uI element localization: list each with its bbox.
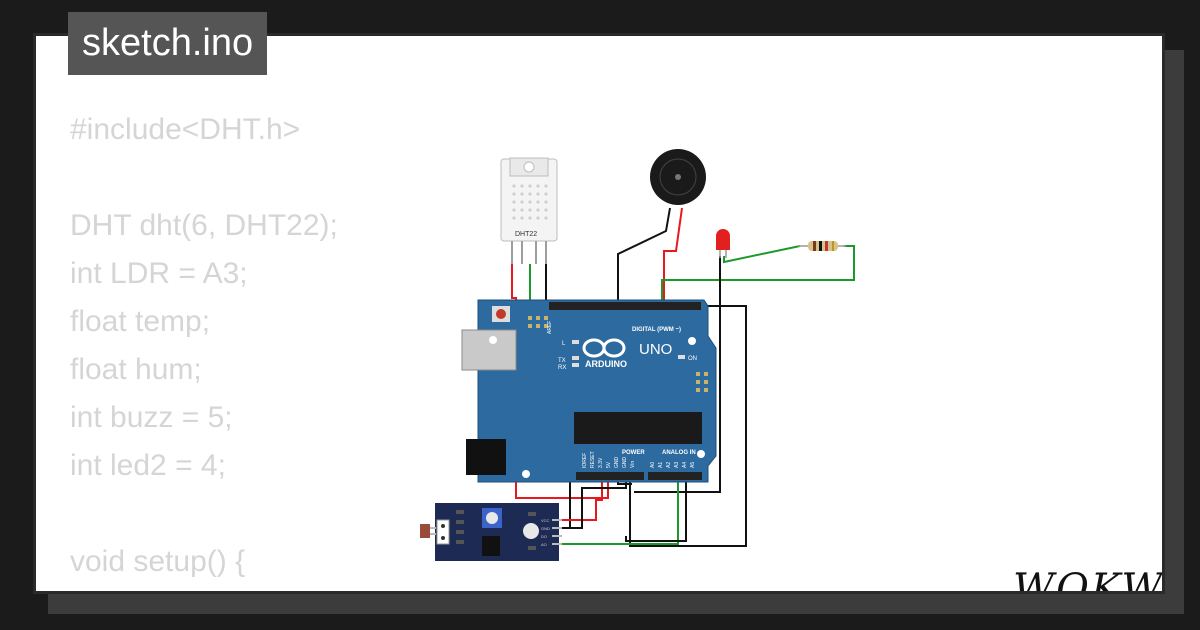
file-title: sketch.ino — [68, 12, 268, 75]
arduino-uno-board: ARDUINO UNO DIGITAL (PWM ~) POWER ANALOG… — [461, 299, 717, 483]
wire-ldr-ao — [560, 470, 679, 545]
ldr-module: VCC GND DO AO — [420, 503, 562, 561]
wire-ldr-vcc — [560, 470, 603, 521]
power-pin-labels: IOREF RESET 3.3V 5V GND GND Vin — [582, 451, 636, 468]
piezo-buzzer — [650, 149, 706, 205]
wire-buzzer-gnd — [617, 207, 671, 485]
pin-vin: Vin — [630, 461, 636, 468]
board-model: UNO — [639, 341, 672, 358]
pin-3v3: 3.3V — [598, 457, 604, 468]
l-label: L — [562, 341, 566, 347]
code-line: Serial.begin(9600); — [70, 586, 340, 591]
wokwi-logo: WOKWi — [1013, 566, 1165, 594]
pin-reset: RESET — [590, 451, 596, 468]
circuit-diagram: ARDUINO UNO DIGITAL (PWM ~) POWER ANALOG… — [420, 149, 855, 561]
pin-a2: A2 — [666, 462, 672, 468]
preview-card: #include<DHT.h> DHT dht(6, DHT22); int LD… — [33, 33, 1165, 594]
code-listing: #include<DHT.h> DHT dht(6, DHT22); int LD… — [70, 106, 340, 591]
pin-a1: A1 — [658, 462, 664, 468]
board-brand: ARDUINO — [585, 359, 627, 369]
on-label: ON — [688, 356, 697, 362]
wokwi-logo-text: WOKWi — [1013, 566, 1165, 594]
wire-ldr-ao-2 — [625, 476, 687, 542]
code-line: DHT dht(6, DHT22); — [70, 209, 338, 242]
pin-gnd-1: GND — [614, 457, 620, 469]
rx-label: RX — [558, 365, 566, 371]
wire-gnd-loop — [629, 305, 747, 547]
code-line — [70, 490, 340, 538]
code-line: int buzz = 5; — [70, 401, 233, 434]
wire-led-gnd — [634, 256, 721, 493]
dht-label: DHT22 — [515, 231, 537, 238]
ldr-pin-gnd: GND — [541, 526, 550, 531]
arduino-logo — [582, 338, 626, 358]
wire-led-res — [723, 245, 801, 264]
microcontroller-chip — [574, 412, 702, 444]
pin-ioref: IOREF — [582, 453, 588, 468]
power-header-strip — [576, 472, 644, 480]
power-jack — [466, 439, 506, 475]
ldr-pin-do: DO — [541, 534, 547, 539]
code-line: float hum; — [70, 353, 202, 386]
pin-a3: A3 — [674, 462, 680, 468]
dht22-sensor: DHT22 — [500, 157, 558, 264]
red-led — [716, 229, 730, 258]
analog-pin-labels: A0 A1 A2 A3 A4 A5 — [650, 462, 696, 468]
digital-header-strip — [549, 302, 701, 310]
aref-label: AREF — [547, 321, 553, 334]
wire-res-pin4 — [661, 245, 855, 304]
ldr-pin-vcc: VCC — [541, 518, 550, 523]
analog-header-strip — [648, 472, 702, 480]
pin-gnd-2: GND — [622, 457, 628, 469]
pin-a0: A0 — [650, 462, 656, 468]
code-line: float temp; — [70, 305, 211, 338]
usb-connector — [461, 329, 517, 371]
analog-header-label: ANALOG IN — [662, 450, 696, 456]
code-line — [70, 154, 340, 202]
pin-5v: 5V — [606, 461, 612, 468]
pin-a5: A5 — [690, 462, 696, 468]
code-line: void setup() { — [70, 545, 246, 578]
digital-header-label: DIGITAL (PWM ~) — [632, 327, 681, 333]
ldr-pin-ao: AO — [541, 542, 547, 547]
code-line: #include<DHT.h> — [70, 113, 301, 146]
power-header-label: POWER — [622, 450, 645, 456]
dht-grille — [512, 184, 548, 220]
resistor — [798, 241, 846, 251]
code-line: int LDR = A3; — [70, 257, 248, 290]
tx-label: TX — [558, 358, 566, 364]
pin-a4: A4 — [682, 462, 688, 468]
code-line: int led2 = 4; — [70, 449, 226, 482]
